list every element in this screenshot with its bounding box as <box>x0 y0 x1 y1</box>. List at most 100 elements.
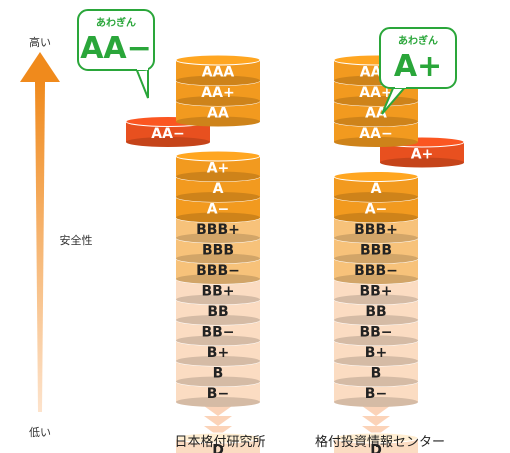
disc-bottom <box>176 315 260 325</box>
bubble-rating: AA− <box>80 31 152 66</box>
disc-top <box>175 150 261 162</box>
disc-body <box>334 299 418 320</box>
rating-label: A <box>213 181 224 197</box>
disc-body <box>176 176 260 197</box>
rating-label: A+ <box>207 160 230 176</box>
disc-body <box>176 217 260 238</box>
disc-top <box>175 54 261 66</box>
disc-bottom <box>334 96 418 106</box>
disc-body <box>334 197 418 218</box>
safety-middle-label: 安全性 <box>60 233 93 247</box>
down-chevron <box>362 426 390 436</box>
bubble-rating: A+ <box>394 49 442 84</box>
rating-label: A− <box>207 201 230 217</box>
rating-label: BB− <box>359 324 392 340</box>
disc-body <box>176 238 260 259</box>
disc-bottom <box>176 397 260 407</box>
rating-label: BB <box>365 304 386 320</box>
rating-disc-a: A <box>333 171 419 202</box>
awagin-rating-bubble: あわぎん AA− <box>77 9 155 99</box>
disc-body <box>176 279 260 300</box>
disc-body <box>334 361 418 382</box>
bubble-tail <box>134 67 149 99</box>
safety-high-label: 高い <box>29 35 51 49</box>
rating-label: AA+ <box>201 85 234 101</box>
rating-disc-a-plus: A+ <box>175 150 261 182</box>
disc-body <box>334 279 418 300</box>
rating-label: BBB <box>202 242 234 258</box>
disc-body <box>334 320 418 341</box>
disc-body <box>126 121 210 142</box>
down-chevron <box>362 406 390 416</box>
rating-disc-aaa: AAA <box>175 54 261 86</box>
disc-bottom <box>380 157 464 168</box>
gap-arrows <box>204 406 232 436</box>
rating-disc-d: D <box>175 432 261 453</box>
rating-label: AAA <box>202 64 235 80</box>
disc-bottom <box>334 274 418 284</box>
disc-body <box>334 340 418 361</box>
disc-bottom <box>334 315 418 325</box>
disc-bottom <box>334 192 418 202</box>
rating-disc-d: D <box>333 432 419 453</box>
rating-label: BB+ <box>359 283 392 299</box>
bubble-caption: あわぎん <box>96 16 136 29</box>
rating-label: B− <box>207 386 229 402</box>
disc-body <box>334 121 418 142</box>
gap-arrows <box>362 406 390 436</box>
bubble-joint <box>137 66 148 70</box>
rating-label: BB <box>207 304 228 320</box>
disc-bottom <box>334 356 418 366</box>
disc-body <box>176 101 260 122</box>
down-chevron <box>204 416 232 426</box>
rating-label: B <box>213 365 224 381</box>
disc-body <box>334 101 418 122</box>
rating-label: AA <box>365 105 387 121</box>
disc-body <box>176 361 260 382</box>
disc-bottom <box>334 116 418 127</box>
rating-label: AA <box>207 105 229 121</box>
disc-bottom <box>176 274 260 284</box>
bubble-box <box>77 9 155 71</box>
disc-bottom <box>176 294 260 305</box>
disc-body <box>334 381 418 402</box>
bubble-box <box>379 27 457 89</box>
rating-label: B+ <box>365 345 387 361</box>
disc-bottom <box>176 356 260 366</box>
disc-body <box>334 217 418 238</box>
disc-bottom <box>334 253 418 264</box>
disc-bottom <box>176 75 260 86</box>
disc-bottom <box>334 294 418 305</box>
disc-bottom <box>176 116 260 127</box>
disc-body <box>176 320 260 341</box>
safety-axis: 高い 安全性 低い <box>20 35 93 439</box>
rating-label: BBB+ <box>196 222 240 238</box>
rating-label: D <box>212 442 224 453</box>
disc-bottom <box>176 192 260 202</box>
disc-top <box>175 432 261 444</box>
disc-bottom <box>334 212 418 223</box>
disc-body <box>176 80 260 101</box>
bubble-caption: あわぎん <box>398 34 438 47</box>
rating-label: A− <box>365 201 388 217</box>
rating-label: BB− <box>201 324 234 340</box>
rating-label: B− <box>365 386 387 402</box>
down-chevron <box>204 406 232 416</box>
disc-top <box>333 432 419 444</box>
disc-bottom <box>334 397 418 407</box>
safety-low-label: 低い <box>29 426 51 439</box>
disc-body <box>176 381 260 402</box>
disc-body <box>334 176 418 197</box>
disc-bottom <box>334 137 418 147</box>
disc-bottom <box>176 171 260 182</box>
disc-bottom <box>126 137 210 147</box>
agency-name-jcr: 日本格付研究所 <box>174 434 265 450</box>
disc-bottom <box>176 253 260 264</box>
disc-body <box>334 238 418 259</box>
disc-body <box>176 156 260 177</box>
disc-body <box>176 197 260 218</box>
disc-top <box>333 171 419 182</box>
disc-body <box>176 299 260 320</box>
disc-body <box>334 258 418 279</box>
disc-bottom <box>176 212 260 223</box>
